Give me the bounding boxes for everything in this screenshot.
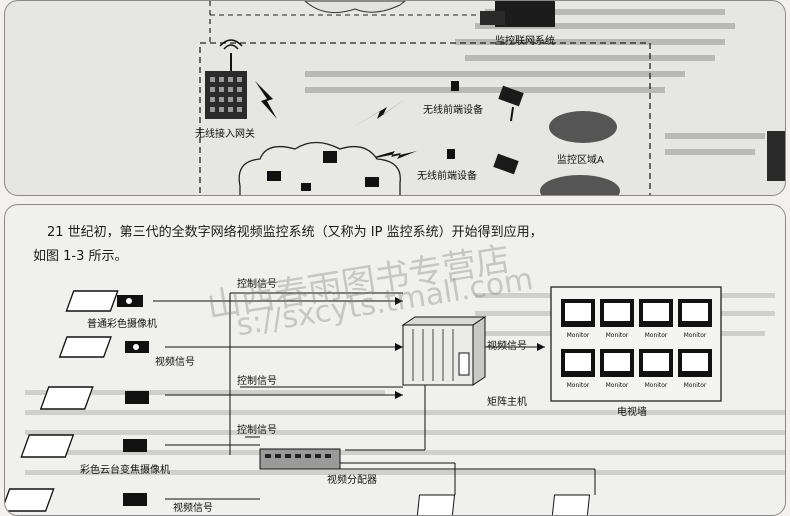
video-wall-label: 电视墙 bbox=[617, 405, 647, 418]
control-signal-label-1: 控制信号 bbox=[237, 277, 277, 290]
wall-monitor-screen bbox=[604, 353, 630, 371]
wall-monitor-label: Monitor bbox=[606, 332, 629, 339]
wall-monitor-screen bbox=[565, 353, 591, 371]
monitor-area-ellipse-2 bbox=[540, 175, 620, 195]
video-signal-label-3: 视频信号 bbox=[173, 501, 213, 514]
wireless-frontend-device-label-2: 无线前端设备 bbox=[417, 169, 477, 182]
ip-monitoring-figure: 普通彩色摄像机 彩色云台变焦摄像机 bbox=[5, 277, 785, 515]
output-monitor-2 bbox=[550, 494, 591, 515]
video-distributor-label: 视频分配器 bbox=[327, 473, 377, 486]
wireless-access-gateway-label: 无线接入网关 bbox=[195, 127, 255, 140]
wall-monitor-screen bbox=[682, 353, 708, 371]
bottom-page-card: 21 世纪初，第三代的全数字网络视频监控系统（又称为 IP 监控系统）开始得到应… bbox=[4, 204, 786, 516]
paragraph-line-2: 如图 1-3 所示。 bbox=[33, 249, 128, 264]
faded-page-text bbox=[305, 9, 765, 155]
wall-monitor-label: Monitor bbox=[684, 332, 707, 339]
wall-monitor-label: Monitor bbox=[567, 382, 590, 389]
control-signal-label-3: 控制信号 bbox=[237, 423, 277, 436]
monitor-area-a-label: 监控区域A bbox=[557, 153, 604, 166]
monitor-area-ellipse-1 bbox=[549, 111, 617, 143]
matrix-host-label: 矩阵主机 bbox=[487, 395, 527, 408]
dashed-boundary bbox=[199, 42, 651, 195]
camera-2 bbox=[58, 336, 149, 358]
camera-icon-2 bbox=[493, 153, 519, 175]
wall-monitor-label: Monitor bbox=[567, 332, 590, 339]
wall-monitor-label: Monitor bbox=[606, 382, 629, 389]
control-signal-label-2: 控制信号 bbox=[237, 374, 277, 387]
video-signal-label-1: 视频信号 bbox=[155, 355, 195, 368]
wireless-link-icon-3 bbox=[360, 151, 417, 161]
paragraph-line-1: 21 世纪初，第三代的全数字网络视频监控系统（又称为 IP 监控系统）开始得到应… bbox=[47, 225, 543, 240]
wireless-nodes bbox=[267, 151, 379, 191]
matrix-host-icon bbox=[401, 316, 487, 386]
camera-1 bbox=[65, 290, 143, 312]
antenna-icons bbox=[447, 81, 459, 159]
wall-monitor-screen bbox=[643, 353, 669, 371]
output-monitor-1 bbox=[415, 494, 456, 515]
video-signal-label-2: 视频信号 bbox=[487, 339, 527, 352]
camera-5 bbox=[5, 488, 147, 512]
signal-lines bbox=[153, 292, 596, 500]
monitor-network-system-label: 监控联网系统 bbox=[495, 34, 555, 47]
wall-monitor-label: Monitor bbox=[645, 332, 668, 339]
top-page-card: 监控联网系统 无线接入网关 bbox=[4, 0, 786, 196]
wireless-frontend-device-label-1: 无线前端设备 bbox=[423, 103, 483, 116]
camera-icon-1 bbox=[498, 85, 524, 122]
wall-monitor-screen bbox=[565, 303, 591, 321]
monitor-network-building-icon bbox=[480, 1, 555, 27]
camera-3 bbox=[39, 386, 149, 410]
wall-monitor-screen bbox=[604, 303, 630, 321]
wall-monitor-label: Monitor bbox=[645, 382, 668, 389]
gateway-building-icon bbox=[205, 39, 247, 119]
wireless-network-diagram: 监控联网系统 无线接入网关 bbox=[195, 1, 785, 195]
wireless-link-icon bbox=[255, 81, 277, 119]
network-cloud bbox=[238, 141, 401, 195]
wireless-link-icon-2 bbox=[350, 99, 405, 129]
camera-4-ptz bbox=[20, 434, 147, 458]
wall-monitor-screen bbox=[682, 303, 708, 321]
normal-color-camera-label: 普通彩色摄像机 bbox=[87, 317, 157, 330]
video-distributor-icon bbox=[259, 448, 341, 470]
wall-monitor-screen bbox=[643, 303, 669, 321]
color-ptz-camera-label: 彩色云台变焦摄像机 bbox=[80, 463, 170, 476]
wall-monitor-label: Monitor bbox=[684, 382, 707, 389]
